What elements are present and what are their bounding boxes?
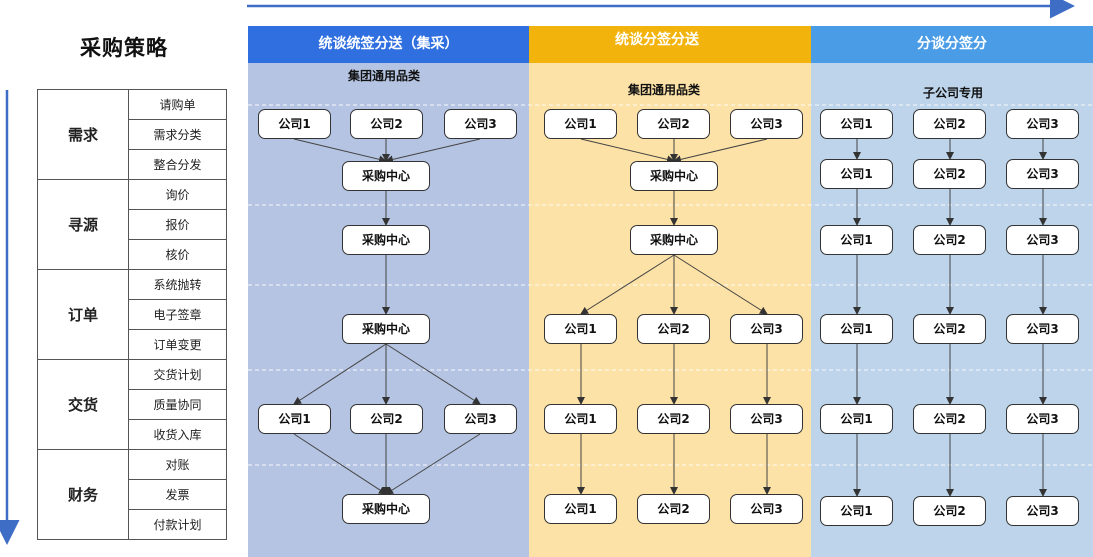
company-node: 公司2	[637, 109, 710, 139]
stage-item: 订单变更	[128, 329, 227, 360]
company-node: 公司1	[258, 404, 331, 434]
company-node: 公司1	[820, 404, 893, 434]
procurement-center-node: 采购中心	[342, 161, 430, 191]
stage-name: 订单	[37, 269, 129, 360]
company-node: 公司2	[913, 496, 986, 526]
company-node: 公司3	[444, 109, 517, 139]
company-node: 公司1	[820, 314, 893, 344]
procurement-center-node: 采购中心	[630, 225, 718, 255]
stage-item: 请购单	[128, 89, 227, 120]
company-node: 公司3	[730, 494, 803, 524]
company-node: 公司3	[1006, 159, 1079, 189]
company-node: 公司3	[730, 109, 803, 139]
column-subtitle: 集团通用品类	[348, 69, 421, 83]
company-node: 公司3	[1006, 109, 1079, 139]
stage-item: 发票	[128, 479, 227, 510]
procurement-center-node: 采购中心	[342, 314, 430, 344]
stage-name: 寻源	[37, 179, 129, 270]
stage-item: 整合分发	[128, 149, 227, 180]
company-node: 公司3	[1006, 314, 1079, 344]
stage-item: 询价	[128, 179, 227, 210]
company-node: 公司3	[1006, 496, 1079, 526]
company-node: 公司1	[820, 159, 893, 189]
procurement-center-node: 采购中心	[342, 225, 430, 255]
company-node: 公司2	[913, 314, 986, 344]
company-node: 公司2	[637, 404, 710, 434]
company-node: 公司3	[1006, 404, 1079, 434]
company-node: 公司1	[544, 109, 617, 139]
column-header: 统谈统签分送（集采）	[248, 26, 529, 63]
company-node: 公司2	[913, 159, 986, 189]
stage-name: 交货	[37, 359, 129, 450]
company-node: 公司2	[913, 109, 986, 139]
column-subtitle: 集团通用品类	[628, 83, 701, 97]
column-header: 统谈分签分送	[529, 26, 811, 63]
company-node: 公司2	[637, 314, 710, 344]
stage-item: 需求分类	[128, 119, 227, 150]
company-node: 公司1	[544, 404, 617, 434]
column-header: 分谈分签分	[811, 26, 1093, 63]
company-node: 公司1	[544, 314, 617, 344]
company-node: 公司2	[637, 494, 710, 524]
company-node: 公司2	[350, 404, 423, 434]
stage-item: 报价	[128, 209, 227, 240]
company-node: 公司2	[350, 109, 423, 139]
company-node: 公司3	[444, 404, 517, 434]
company-node: 公司3	[1006, 225, 1079, 255]
column-subtitle: 子公司专用	[923, 86, 984, 100]
company-node: 公司1	[820, 109, 893, 139]
company-node: 公司1	[820, 225, 893, 255]
page-title: 采购策略	[80, 36, 168, 60]
stage-item: 付款计划	[128, 509, 227, 540]
company-node: 公司3	[730, 314, 803, 344]
stages-table: 需求请购单 需求分类 整合分发 寻源询价 报价 核价 订单系统抛转 电子签章 订…	[37, 89, 227, 540]
company-node: 公司1	[258, 109, 331, 139]
company-node: 公司2	[913, 404, 986, 434]
procurement-center-node: 采购中心	[630, 161, 718, 191]
stage-name: 财务	[37, 449, 129, 540]
procurement-center-node: 采购中心	[342, 494, 430, 524]
company-node: 公司1	[820, 496, 893, 526]
company-node: 公司1	[544, 494, 617, 524]
company-node: 公司3	[730, 404, 803, 434]
company-node: 公司2	[913, 225, 986, 255]
stage-item: 质量协同	[128, 389, 227, 420]
